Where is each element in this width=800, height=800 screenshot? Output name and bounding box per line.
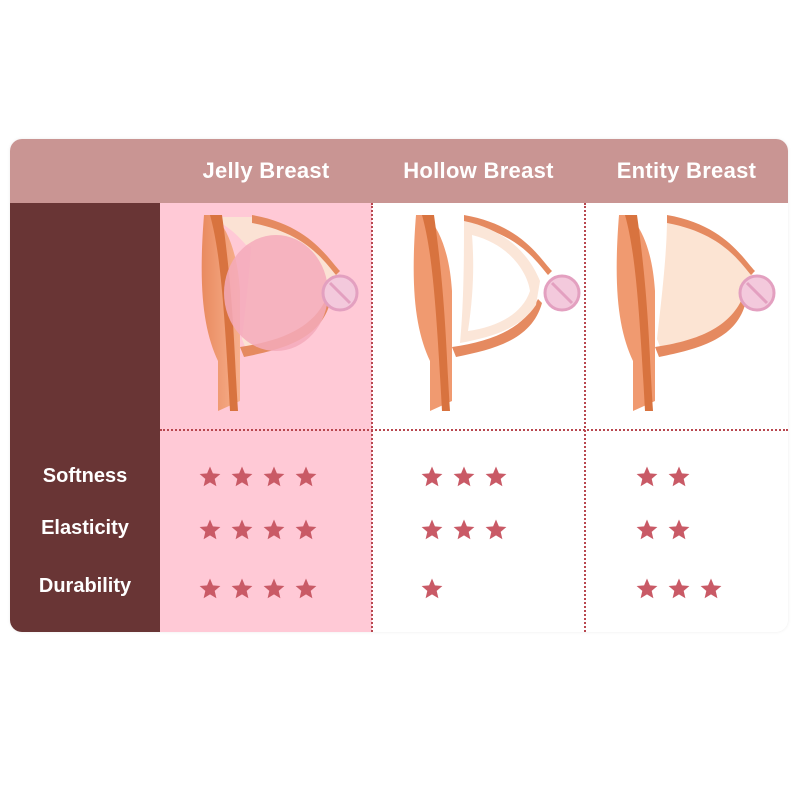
column-hollow (372, 203, 585, 632)
star-icon (231, 466, 253, 487)
row-label-durability: Durability (38, 575, 132, 597)
star-icon (453, 466, 475, 487)
header-hollow: Hollow Breast (403, 158, 554, 183)
star-icon (453, 519, 475, 540)
star-icon (700, 578, 722, 599)
star-icon (636, 466, 658, 487)
stars-entity-elasticity (635, 518, 691, 542)
stars-entity-durability (635, 577, 723, 601)
star-icon (263, 466, 285, 487)
row-label-column: Softness Elasticity Durability (10, 203, 160, 632)
stars-jelly-elasticity (198, 518, 318, 542)
star-icon (231, 578, 253, 599)
header-bar: Jelly Breast Hollow Breast Entity Breast (10, 139, 788, 203)
column-entity (585, 203, 788, 632)
star-icon (231, 519, 253, 540)
hollow-breast-illustration (413, 215, 581, 411)
star-icon (263, 578, 285, 599)
star-icon (295, 578, 317, 599)
star-icon (485, 466, 507, 487)
entity-breast-illustration (616, 215, 776, 411)
star-icon (668, 578, 690, 599)
jelly-breast-illustration (201, 215, 359, 411)
star-icon (421, 466, 443, 487)
row-label-softness: Softness (42, 465, 128, 487)
stars-entity-softness (635, 465, 691, 489)
comparison-card: Jelly Breast Hollow Breast Entity Breast… (10, 139, 788, 632)
stars-jelly-durability (198, 577, 318, 601)
star-icon (668, 519, 690, 540)
column-divider (371, 203, 373, 632)
header-entity: Entity Breast (616, 158, 757, 183)
star-icon (199, 466, 221, 487)
star-icon (636, 578, 658, 599)
star-icon (199, 519, 221, 540)
star-icon (421, 519, 443, 540)
star-icon (421, 578, 443, 599)
star-icon (636, 519, 658, 540)
stars-jelly-softness (198, 465, 318, 489)
header-jelly: Jelly Breast (202, 158, 330, 183)
star-icon (263, 519, 285, 540)
star-icon (199, 578, 221, 599)
star-icon (295, 466, 317, 487)
row-label-elasticity: Elasticity (41, 517, 129, 539)
column-divider (584, 203, 586, 632)
star-icon (295, 519, 317, 540)
stars-hollow-softness (420, 465, 508, 489)
row-divider (160, 429, 788, 431)
stars-hollow-durability (420, 577, 444, 601)
star-icon (485, 519, 507, 540)
star-icon (668, 466, 690, 487)
column-jelly (160, 203, 372, 632)
stars-hollow-elasticity (420, 518, 508, 542)
